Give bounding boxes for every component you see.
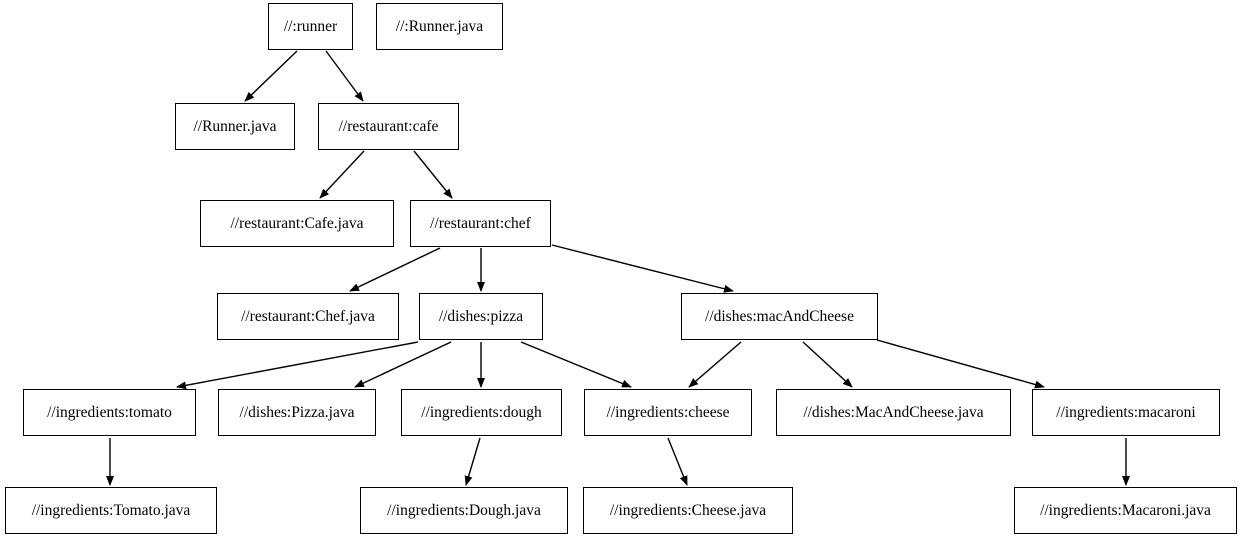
graph-edge-restaurant_cafe-to-cafe_java	[319, 150, 365, 199]
graph-node-runner_java[interactable]: //Runner.java	[175, 103, 295, 150]
graph-node-ing_tomato[interactable]: //ingredients:tomato	[23, 389, 196, 436]
graph-node-ing_macaroni[interactable]: //ingredients:macaroni	[1032, 389, 1220, 436]
graph-node-ing_cheese[interactable]: //ingredients:cheese	[584, 389, 752, 436]
graph-node-restaurant_chef[interactable]: //restaurant:chef	[410, 200, 551, 247]
graph-node-label: //restaurant:Chef.java	[241, 307, 375, 325]
graph-edge-dishes_pizza-to-pizza_java	[354, 341, 452, 388]
graph-node-ing_dough[interactable]: //ingredients:dough	[401, 389, 562, 436]
graph-node-restaurant_cafe[interactable]: //restaurant:cafe	[318, 103, 459, 150]
graph-node-macaroni_java[interactable]: //ingredients:Macaroni.java	[1014, 487, 1237, 534]
graph-node-label: //Runner.java	[193, 117, 277, 135]
graph-node-runner_java_root[interactable]: //:Runner.java	[376, 3, 503, 50]
graph-edge-dishes_pizza-to-ing_cheese	[520, 341, 632, 388]
graph-node-tomato_java[interactable]: //ingredients:Tomato.java	[5, 487, 217, 534]
graph-edge-restaurant_cafe-to-restaurant_chef	[413, 150, 453, 199]
graph-node-cheese_java[interactable]: //ingredients:Cheese.java	[583, 487, 793, 534]
graph-node-dough_java[interactable]: //ingredients:Dough.java	[360, 487, 568, 534]
graph-node-label: //ingredients:Dough.java	[387, 501, 541, 519]
graph-node-label: //dishes:MacAndCheese.java	[803, 403, 984, 421]
graph-node-label: //ingredients:dough	[421, 403, 542, 421]
graph-node-label: //ingredients:Cheese.java	[609, 501, 767, 519]
graph-node-chef_java[interactable]: //restaurant:Chef.java	[217, 293, 399, 340]
graph-edge-ing_cheese-to-cheese_java	[667, 437, 688, 486]
graph-node-label: //restaurant:cafe	[338, 117, 439, 135]
graph-node-label: //:runner	[283, 17, 338, 35]
graph-node-label: //:Runner.java	[395, 17, 484, 35]
graph-edge-restaurant_chef-to-dishes_mac	[551, 244, 734, 293]
graph-node-label: //restaurant:chef	[430, 214, 531, 232]
graph-edge-dishes_mac-to-ing_cheese	[688, 341, 742, 388]
graph-edge-restaurant_chef-to-chef_java	[349, 247, 441, 292]
graph-edge-runner-to-restaurant_cafe	[325, 50, 364, 102]
graph-node-pizza_java[interactable]: //dishes:Pizza.java	[218, 389, 376, 436]
graph-edge-ing_dough-to-dough_java	[464, 437, 481, 486]
graph-node-dishes_mac[interactable]: //dishes:macAndCheese	[681, 293, 878, 340]
graph-edge-dishes_mac-to-ing_macaroni	[876, 339, 1045, 389]
graph-node-label: //dishes:macAndCheese	[705, 307, 854, 325]
graph-node-mac_java[interactable]: //dishes:MacAndCheese.java	[776, 389, 1011, 436]
graph-node-runner[interactable]: //:runner	[268, 3, 353, 50]
graph-node-label: //dishes:Pizza.java	[239, 403, 355, 421]
graph-node-label: //restaurant:Cafe.java	[230, 214, 364, 232]
graph-node-label: //ingredients:cheese	[606, 403, 730, 421]
graph-edge-dishes_pizza-to-ing_tomato	[176, 341, 419, 390]
graph-node-dishes_pizza[interactable]: //dishes:pizza	[419, 293, 543, 340]
graph-node-label: //ingredients:Macaroni.java	[1040, 501, 1211, 519]
graph-node-label: //dishes:pizza	[438, 307, 524, 325]
graph-node-label: //ingredients:macaroni	[1056, 403, 1196, 421]
graph-node-label: //ingredients:tomato	[47, 403, 172, 421]
graph-edge-runner-to-runner_java	[244, 50, 298, 102]
graph-edge-dishes_mac-to-mac_java	[802, 341, 853, 388]
graph-node-cafe_java[interactable]: //restaurant:Cafe.java	[200, 200, 394, 247]
graph-node-label: //ingredients:Tomato.java	[31, 501, 191, 519]
